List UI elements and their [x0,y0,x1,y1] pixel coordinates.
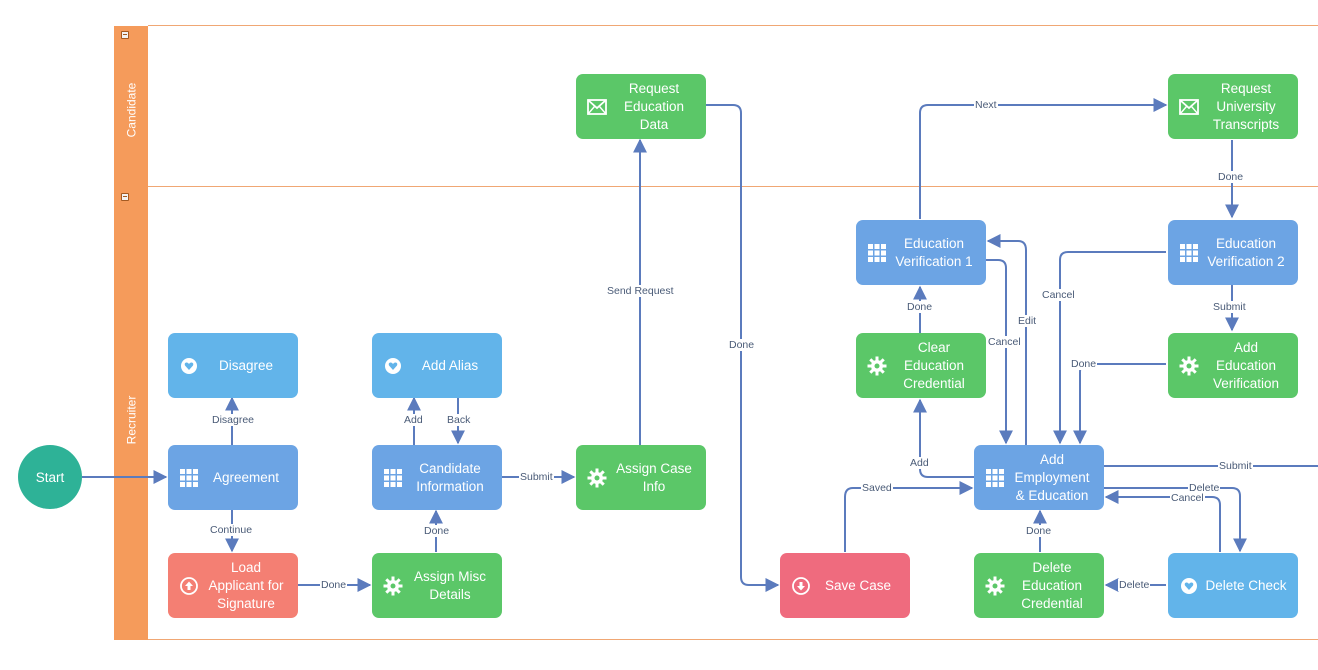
edge-label-done-transcripts: Done [1217,171,1245,183]
edge-label-disagree: Disagree [211,414,256,426]
recruiter-lane-collapse-icon[interactable] [121,193,129,201]
edge-label-continue: Continue [209,524,254,536]
envelope-icon [586,96,608,118]
node-assign-misc-details[interactable]: Assign Misc Details [372,553,502,618]
gear-icon [866,355,888,377]
node-agreement[interactable]: Agreement [168,445,298,510]
edge-ev1-add [986,259,1013,445]
edge-label-submit-main: Submit [1218,460,1253,472]
upload-icon [178,575,200,597]
node-label: Education Verification 1 [895,235,973,269]
node-disagree[interactable]: Disagree [168,333,298,398]
node-delete-check[interactable]: Delete Check [1168,553,1298,618]
edge-label-add-clear: Add [909,457,930,469]
gear-icon [1178,355,1200,377]
node-add-alias[interactable]: Add Alias [372,333,502,398]
gear-icon [984,575,1006,597]
edge-label-send-request: Send Request [606,285,675,297]
node-label: Candidate Information [416,460,484,494]
heart-pin-icon [382,355,404,377]
grid-icon [382,467,404,489]
edge-label-done-misc: Done [423,525,451,537]
node-label: Request University Transcripts [1212,80,1280,132]
node-education-verification-1[interactable]: Education Verification 1 [856,220,986,285]
edge-label-back: Back [446,414,472,426]
gear-icon [382,575,404,597]
grid-icon [866,242,888,264]
node-education-verification-2[interactable]: Education Verification 2 [1168,220,1298,285]
node-label: Add Employment & Education [1014,451,1090,503]
edge-save-add [844,481,974,552]
node-label: Save Case [824,577,892,593]
edge-label-done-load: Done [320,579,348,591]
heart-pin-icon [178,355,200,377]
edge-label-submit-ev2: Submit [1212,301,1247,313]
node-label: Add Alias [421,357,479,373]
lane-divider [148,186,1318,187]
node-delete-education-credential[interactable]: Delete Education Credential [974,553,1104,618]
edge-label-delete-check: Delete [1188,482,1221,494]
node-request-education-data[interactable]: Request Education Data [576,74,706,139]
node-add-employment-education[interactable]: Add Employment & Education [974,445,1104,510]
node-label: Education Verification 2 [1207,235,1285,269]
edge-ev1-transcripts [919,98,1168,219]
edge-label-done-request: Done [728,339,756,351]
start-event[interactable]: Start [18,445,82,509]
grid-icon [984,467,1006,489]
node-save-case[interactable]: Save Case [780,553,910,618]
node-label: Request Education Data [623,80,685,132]
node-label: Load Applicant for Signature [208,559,284,611]
edge-label-submit-candidate: Submit [519,471,554,483]
node-label: Delete Check [1205,577,1287,593]
node-label: Add Education Verification [1212,339,1280,391]
node-clear-education-credential[interactable]: Clear Education Credential [856,333,986,398]
grid-icon [1178,242,1200,264]
download-icon [790,575,812,597]
node-add-education-verification[interactable]: Add Education Verification [1168,333,1298,398]
edge-add-deletecheck [1104,487,1247,553]
envelope-icon [1178,96,1200,118]
edge-label-delete-cred: Delete [1118,579,1151,591]
edge-addev-add [1073,363,1166,445]
lane-bottom-border [148,639,1318,640]
edge-label-done-clear: Done [906,301,934,313]
lane-top-border [148,25,1318,26]
edge-label-done-delete: Done [1025,525,1053,537]
edge-ev2-add [1053,251,1166,445]
edge-deletecheck-add [1104,490,1221,552]
edge-label-cancel-ev2: Cancel [1041,289,1076,301]
node-load-applicant[interactable]: Load Applicant for Signature [168,553,298,618]
gear-icon [586,467,608,489]
edge-add-ev1 [986,234,1027,445]
swimlane-header-band [114,26,148,640]
heart-pin-icon [1178,575,1200,597]
grid-icon [178,467,200,489]
edge-label-cancel-check: Cancel [1170,492,1205,504]
edge-label-edit: Edit [1017,315,1038,327]
node-label: Clear Education Credential [903,339,965,391]
node-label: Agreement [212,469,280,485]
edge-label-done-add-ev: Done [1070,358,1098,370]
node-candidate-information[interactable]: Candidate Information [372,445,502,510]
node-label: Disagree [218,357,274,373]
edge-label-next: Next [974,99,998,111]
candidate-lane-collapse-icon[interactable] [121,31,129,39]
node-assign-case-info[interactable]: Assign Case Info [576,445,706,510]
node-label: Assign Misc Details [413,568,486,602]
edge-label-add: Add [403,414,424,426]
node-label: Assign Case Info [616,460,692,494]
edge-add-clear [913,398,1000,478]
node-label: Delete Education Credential [1021,559,1083,611]
edge-label-cancel-ev1: Cancel [987,336,1022,348]
node-request-university-transcripts[interactable]: Request University Transcripts [1168,74,1298,139]
edge-label-saved: Saved [861,482,893,494]
